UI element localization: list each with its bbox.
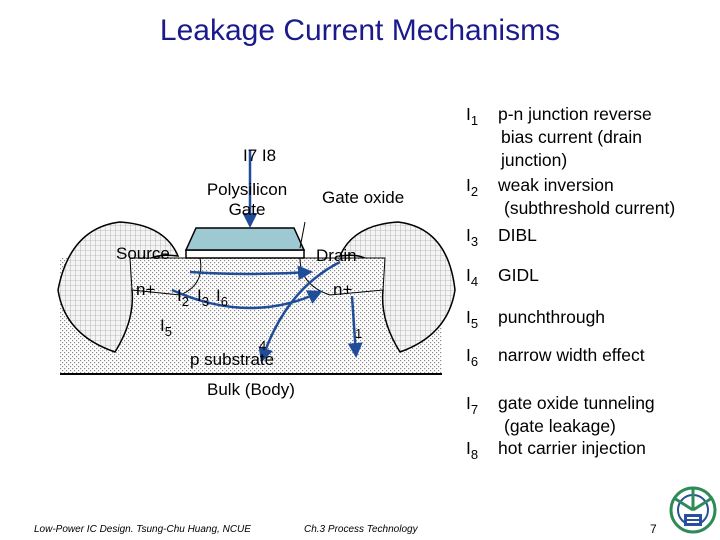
source-n-plus bbox=[129, 257, 202, 296]
arrow-i2-i3-i6 bbox=[189, 265, 313, 281]
page-title: Leakage Current Mechanisms bbox=[159, 14, 561, 47]
drain-label: Drain bbox=[316, 246, 357, 265]
gate-currents-label: I7 I8 bbox=[243, 146, 277, 165]
legend-item-i1: I1 p-n junction reverse bias current (dr… bbox=[466, 104, 652, 170]
i1-label: 1 bbox=[355, 326, 363, 341]
polysilicon-gate bbox=[184, 227, 306, 251]
arrow-i5 bbox=[171, 288, 323, 310]
university-logo bbox=[669, 486, 717, 534]
source-label: Source bbox=[116, 244, 170, 263]
footer-course-label: Low-Power IC Design. Tsung-Chu Huang, NC… bbox=[34, 524, 251, 535]
bulk-body-label: Bulk (Body) bbox=[207, 380, 295, 399]
arrow-i4 bbox=[258, 260, 341, 363]
polysilicon-gate-label: Polysilicon Gate bbox=[206, 180, 288, 219]
arrow-i1 bbox=[347, 295, 363, 358]
i2-label: I2 bbox=[177, 286, 189, 309]
i3-label: I3 bbox=[197, 286, 209, 309]
gate-oxide-pointer bbox=[299, 221, 306, 249]
footer-chapter-label: Ch.3 Process Technology bbox=[304, 524, 418, 535]
left-isolation bbox=[57, 221, 180, 353]
i6-label: I6 bbox=[216, 286, 228, 309]
legend-item-i2: I2 weak inversion (subthreshold current) bbox=[466, 175, 676, 218]
right-isolation bbox=[338, 221, 456, 353]
n-plus-drain-label: n+ bbox=[333, 280, 353, 299]
i4-label: 4 bbox=[259, 338, 267, 353]
gate-oxide-label: Gate oxide bbox=[322, 188, 405, 207]
p-substrate-label: p substrate bbox=[190, 350, 275, 369]
n-plus-source-label: n+ bbox=[136, 280, 156, 299]
page-number: 7 bbox=[650, 522, 657, 536]
legend-item-i7: I7 gate oxide tunneling (gate leakage) bbox=[466, 393, 655, 436]
i5-label: I5 bbox=[160, 316, 172, 339]
gate-oxide-layer bbox=[185, 249, 305, 259]
